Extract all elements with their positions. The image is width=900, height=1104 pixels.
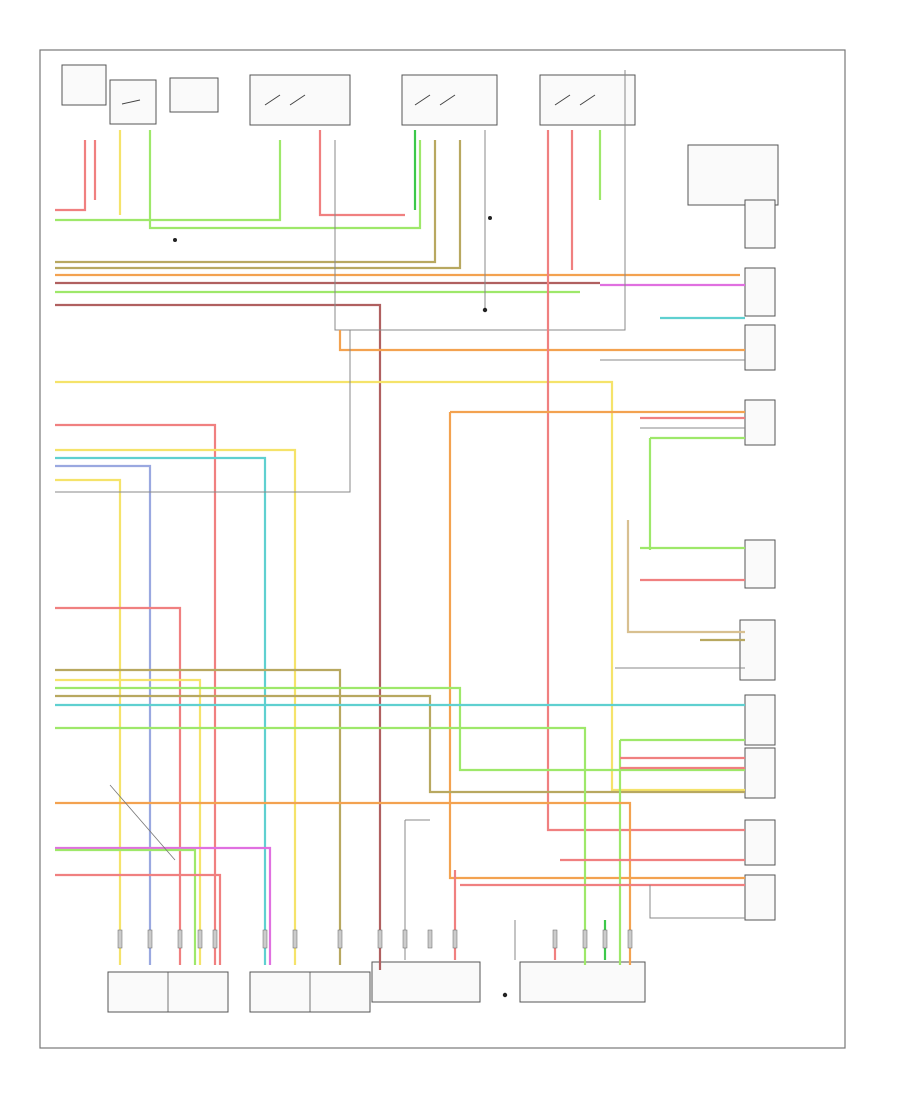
connector-pin <box>177 929 183 949</box>
bottom-module-a <box>107 971 229 1013</box>
bottom-module-c <box>371 961 481 1003</box>
connector-pin <box>262 929 268 949</box>
right-component-6 <box>739 619 776 681</box>
right-component-5 <box>744 539 776 589</box>
wire-green-h728 <box>55 726 587 965</box>
wire-grey-h918 <box>649 885 745 919</box>
wire-red-h875 <box>55 873 222 965</box>
wire-olive-h268 <box>55 140 462 270</box>
wire-lightgreen-h848 <box>55 848 197 965</box>
top-component-switch <box>109 79 157 125</box>
wire-olive-h670 <box>55 668 342 965</box>
connector-pin <box>602 929 608 949</box>
right-component-7 <box>744 694 776 746</box>
wire-grey-system <box>334 70 626 331</box>
diagram-border <box>39 49 846 1049</box>
wire-red-top-left <box>55 140 87 212</box>
wire-green-h220 <box>55 140 282 222</box>
wire-yellow-h382 <box>55 380 745 792</box>
wire-brown-h305 <box>55 303 382 970</box>
wire-green-v150 <box>148 130 422 230</box>
connector-pin <box>627 929 633 949</box>
wire-yellow-h480 <box>55 478 122 965</box>
right-component-3 <box>744 324 776 371</box>
connector-pin <box>117 929 123 949</box>
wire-orange-h803 <box>55 801 632 965</box>
right-component-9 <box>744 819 776 866</box>
connector-pin <box>197 929 203 949</box>
wire-bundle <box>55 70 745 970</box>
wire-diagonal-leader <box>109 784 176 861</box>
wire-cyan-v <box>55 456 267 965</box>
connector-pin <box>147 929 153 949</box>
wire-red-relay-a <box>318 130 405 217</box>
connector-pin <box>582 929 588 949</box>
top-component-battery <box>61 64 107 106</box>
bottom-module-b <box>249 971 371 1013</box>
wire-tan-v628 <box>626 520 745 634</box>
connector-pin <box>292 929 298 949</box>
wire-olive-h262 <box>55 140 437 264</box>
top-component-sensor <box>169 77 219 113</box>
wire-lightgreen-h438 <box>648 436 745 550</box>
wire-yellow-h450 <box>55 448 297 965</box>
connector-pin <box>427 929 433 949</box>
wire-orange-h350 <box>338 330 745 352</box>
top-right-component <box>687 144 779 206</box>
wire-yellow-h680 <box>55 678 202 965</box>
wire-orange-v450 <box>448 412 745 880</box>
right-component-10 <box>744 874 776 921</box>
right-component-4 <box>744 399 776 446</box>
connector-pin <box>377 929 383 949</box>
wire-lightgreen-h740 <box>618 738 745 965</box>
connector-pin <box>452 929 458 949</box>
right-component-1 <box>744 199 776 249</box>
connector-pin <box>402 929 408 949</box>
wire-red-h608 <box>55 606 182 965</box>
wire-olive-h696 <box>55 694 745 794</box>
top-relay-a <box>249 74 351 126</box>
connector-pin <box>552 929 558 949</box>
right-component-2 <box>744 267 776 317</box>
right-component-8 <box>744 747 776 799</box>
connector-pin <box>212 929 218 949</box>
connector-pins <box>117 929 633 949</box>
wire-pink-h848 <box>55 846 272 965</box>
top-relay-b <box>401 74 498 126</box>
connector-pin <box>337 929 343 949</box>
wire-red-relay-c <box>546 130 745 832</box>
wire-red-h425 <box>55 423 217 965</box>
wire-grey-module-c <box>404 819 430 960</box>
wire-grey-h492 <box>55 330 351 493</box>
wire-blue-v <box>55 464 152 965</box>
junction-dots <box>173 216 508 998</box>
top-relay-c <box>539 74 636 126</box>
bottom-module-d <box>519 961 646 1003</box>
